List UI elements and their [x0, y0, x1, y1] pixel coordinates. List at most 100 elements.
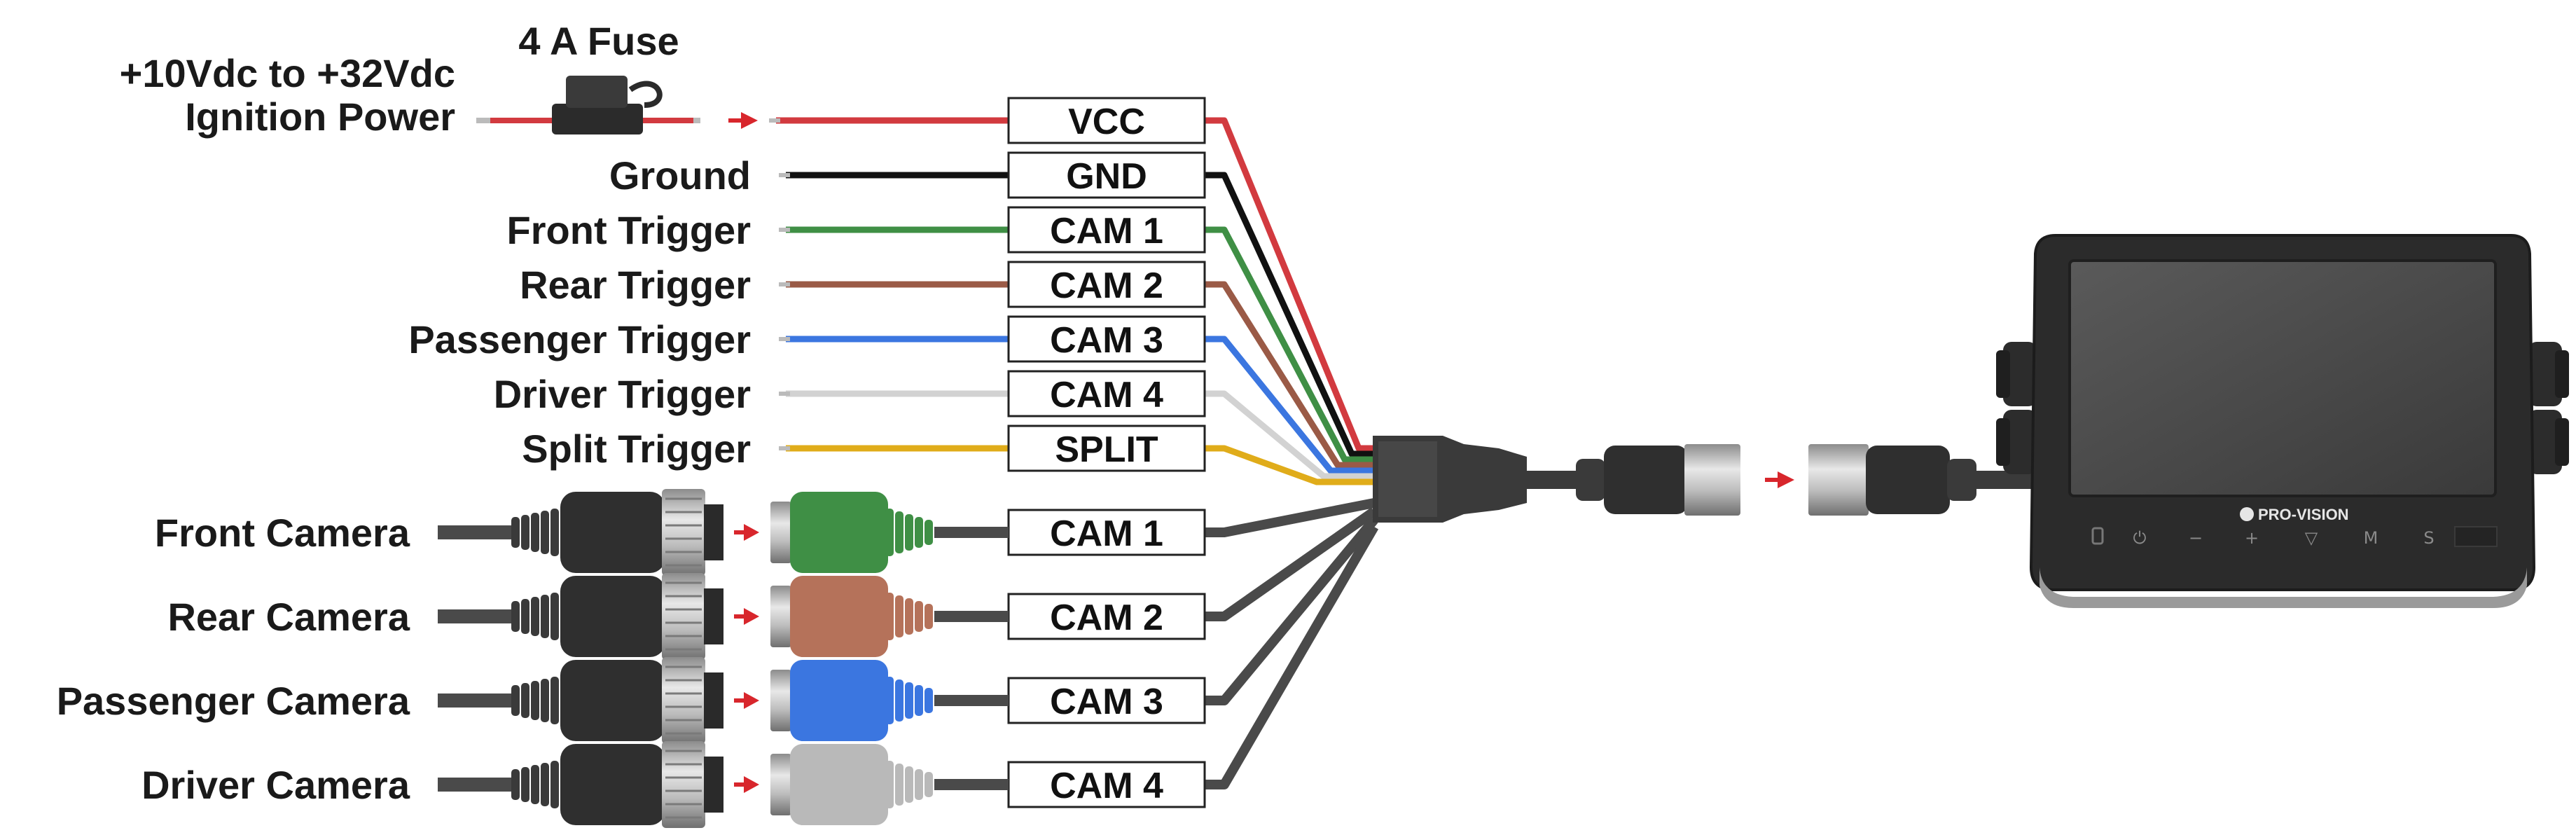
camera-connectors	[438, 489, 1009, 828]
monitor-button[interactable]: ⏻	[2133, 528, 2147, 548]
power-label-line1: +10Vdc to +32Vdc	[120, 51, 455, 95]
strain-relief-rib	[521, 515, 529, 550]
power-label-line2: Ignition Power	[185, 95, 455, 139]
strain-relief-rib	[541, 763, 549, 806]
receiver-rib	[885, 593, 894, 640]
receiver-rib	[915, 685, 923, 716]
receiver-body	[790, 744, 888, 825]
trigger-wire-fanout	[1205, 445, 1374, 485]
connect-arrow-icon	[744, 608, 759, 625]
receiver-rib	[885, 509, 894, 556]
trigger-wire-fanout	[1205, 226, 1374, 463]
camera-plug-tip	[704, 757, 723, 813]
strain-relief-rib	[511, 769, 520, 800]
camera-box-label: CAM 3	[1050, 682, 1163, 722]
monitor-button[interactable]: −	[2189, 528, 2203, 548]
camera-label: Front Camera	[155, 511, 410, 555]
fuse-label: 4 A Fuse	[518, 19, 679, 63]
brand-name: PRO-VISION	[2258, 506, 2349, 523]
receiver-rib	[895, 764, 903, 806]
camera-plug-body	[560, 492, 665, 573]
trigger-wire-fanout	[1205, 281, 1374, 469]
camera-connector-row	[438, 741, 1009, 828]
camera-harness-cable	[1205, 524, 1379, 789]
receiver-collar	[770, 586, 791, 647]
wire-box-label: CAM 2	[1050, 265, 1163, 306]
speaker-grille	[2454, 526, 2498, 547]
receiver-body	[790, 576, 888, 657]
camera-plug-body	[560, 660, 665, 741]
camera-label: Rear Camera	[167, 595, 410, 639]
receiver-rib	[905, 598, 913, 635]
wire-box	[1007, 206, 1206, 254]
wire-label: Front Trigger	[507, 208, 751, 252]
monitor: PRO-VISION ⏻ − + ▽ M S	[1996, 234, 2569, 608]
extension-connector-female	[1808, 444, 1976, 516]
extension-break-arrow	[1765, 471, 1794, 488]
harness-breakout-body	[1373, 436, 1527, 523]
camera-plug-body	[560, 744, 665, 825]
camera-box-label: CAM 4	[1050, 766, 1163, 806]
strain-relief-rib	[511, 601, 520, 632]
strain-relief-rib	[550, 761, 559, 808]
extension-connector-male	[1576, 444, 1740, 516]
camera-harness-cable	[1205, 498, 1376, 537]
receiver-rib	[905, 682, 913, 719]
monitor-button[interactable]: M	[2364, 528, 2378, 548]
monitor-button[interactable]: +	[2245, 528, 2259, 548]
connect-arrow-icon	[744, 524, 759, 541]
wire-box	[1007, 151, 1206, 199]
camera-box	[1007, 593, 1206, 640]
connect-arrow-icon	[744, 692, 759, 709]
power-break-arrow	[728, 112, 758, 129]
receiver-rib	[915, 601, 923, 632]
receiver-rib	[905, 514, 913, 551]
camera-plug-nut	[662, 573, 705, 660]
strain-relief-rib	[511, 685, 520, 716]
receiver-rib	[915, 517, 923, 548]
receiver-rib	[895, 679, 903, 722]
receiver-rib	[895, 511, 903, 553]
camera-plug-body	[560, 576, 665, 657]
camera-harness-cable	[1205, 507, 1378, 621]
camera-harness-cable	[1205, 516, 1378, 705]
receiver-rib	[885, 677, 894, 724]
monitor-chrome-trim	[2040, 567, 2527, 608]
camera-box	[1007, 677, 1206, 724]
strain-relief-rib	[511, 517, 520, 548]
brand-logo: PRO-VISION	[2240, 506, 2349, 523]
trigger-wire-fanout	[1205, 117, 1374, 452]
strain-relief-rib	[531, 681, 539, 720]
receiver-rib	[925, 604, 933, 629]
camera-label: Driver Camera	[141, 763, 410, 807]
strain-relief-rib	[531, 597, 539, 636]
trigger-wire-fanout	[1205, 336, 1374, 474]
strain-relief-rib	[521, 683, 529, 718]
monitor-button[interactable]: S	[2423, 528, 2434, 548]
monitor-button[interactable]: ▽	[2305, 528, 2318, 548]
receiver-rib	[905, 766, 913, 803]
camera-connector-row	[438, 489, 1009, 576]
strain-relief-rib	[521, 599, 529, 634]
monitor-screen	[2068, 259, 2497, 497]
camera-box	[1007, 761, 1206, 808]
trigger-wire-fanout	[1205, 172, 1374, 457]
strain-relief-rib	[550, 593, 559, 640]
camera-plug-tip	[704, 504, 723, 560]
connect-arrow-icon	[744, 776, 759, 793]
receiver-rib	[925, 772, 933, 797]
mount-knob-left	[1996, 342, 2037, 474]
strain-relief-rib	[521, 767, 529, 802]
wire-box	[1007, 425, 1206, 472]
harness-fanout	[1205, 117, 1379, 789]
mount-knob-right	[2528, 342, 2569, 474]
camera-box-label: CAM 1	[1050, 513, 1163, 554]
camera-plug-tip	[704, 588, 723, 644]
receiver-collar	[770, 754, 791, 815]
wire-label: Split Trigger	[522, 427, 751, 471]
receiver-body	[790, 660, 888, 741]
strain-relief-rib	[541, 679, 549, 722]
camera-plug-tip	[704, 672, 723, 729]
